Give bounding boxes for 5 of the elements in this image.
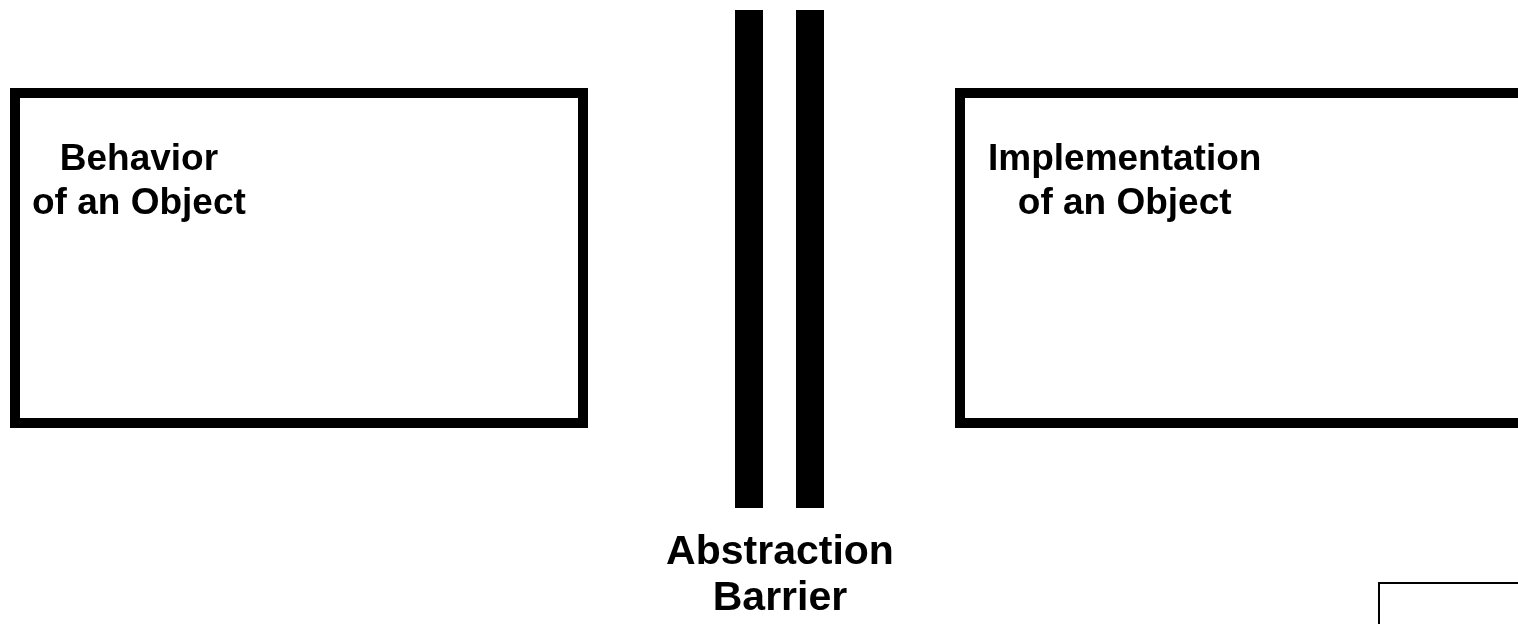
concept-box	[10, 88, 588, 428]
box-title: Implementation of an Object	[988, 136, 1262, 224]
barrier-label: Abstraction Barrier	[665, 527, 895, 619]
box-title: Behavior of an Object	[32, 136, 246, 224]
concept-box	[955, 88, 1518, 428]
